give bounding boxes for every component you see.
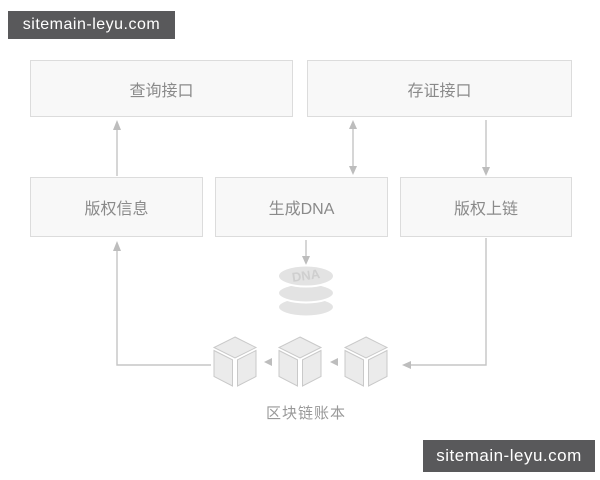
block-cube-icon-1 [212, 336, 258, 387]
arrowhead-left-cube3 [402, 361, 411, 369]
arrowhead-down-store [302, 256, 310, 265]
arrowhead-down-dna [349, 166, 357, 175]
arrowhead-down-onchain [482, 167, 490, 176]
box-deposit-api-label: 存证接口 [407, 82, 472, 100]
box-generate-dna: 生成DNA [215, 177, 388, 237]
dna-store-label: DNA [291, 266, 322, 285]
arrowhead-up-deposit [349, 120, 357, 129]
arrowhead-up-query [113, 120, 121, 130]
arrow-ledger-to-info [116, 250, 211, 366]
box-query-api-label: 查询接口 [129, 82, 194, 100]
box-copyright-onchain: 版权上链 [400, 177, 572, 237]
dna-database-icon: DNA [277, 264, 335, 318]
arrowhead-left-cube2 [330, 358, 338, 366]
arrowhead-up-info [113, 241, 121, 251]
box-generate-dna-label: 生成DNA [268, 201, 335, 218]
box-copyright-onchain-label: 版权上链 [453, 201, 518, 218]
block-cube-icon-3 [343, 336, 389, 387]
box-deposit-api: 存证接口 [307, 60, 572, 117]
box-query-api: 查询接口 [30, 60, 293, 117]
box-copyright-info-label: 版权信息 [84, 201, 149, 218]
arrow-onchain-to-ledger [411, 238, 487, 366]
watermark-bottom-right: sitemain-leyu.com [423, 440, 595, 472]
watermark-top-left: sitemain-leyu.com [8, 11, 175, 39]
box-copyright-info: 版权信息 [30, 177, 203, 237]
arrowhead-left-cube1 [264, 358, 272, 366]
block-cube-icon-2 [277, 336, 323, 387]
ledger-label: 区块链账本 [265, 405, 346, 422]
